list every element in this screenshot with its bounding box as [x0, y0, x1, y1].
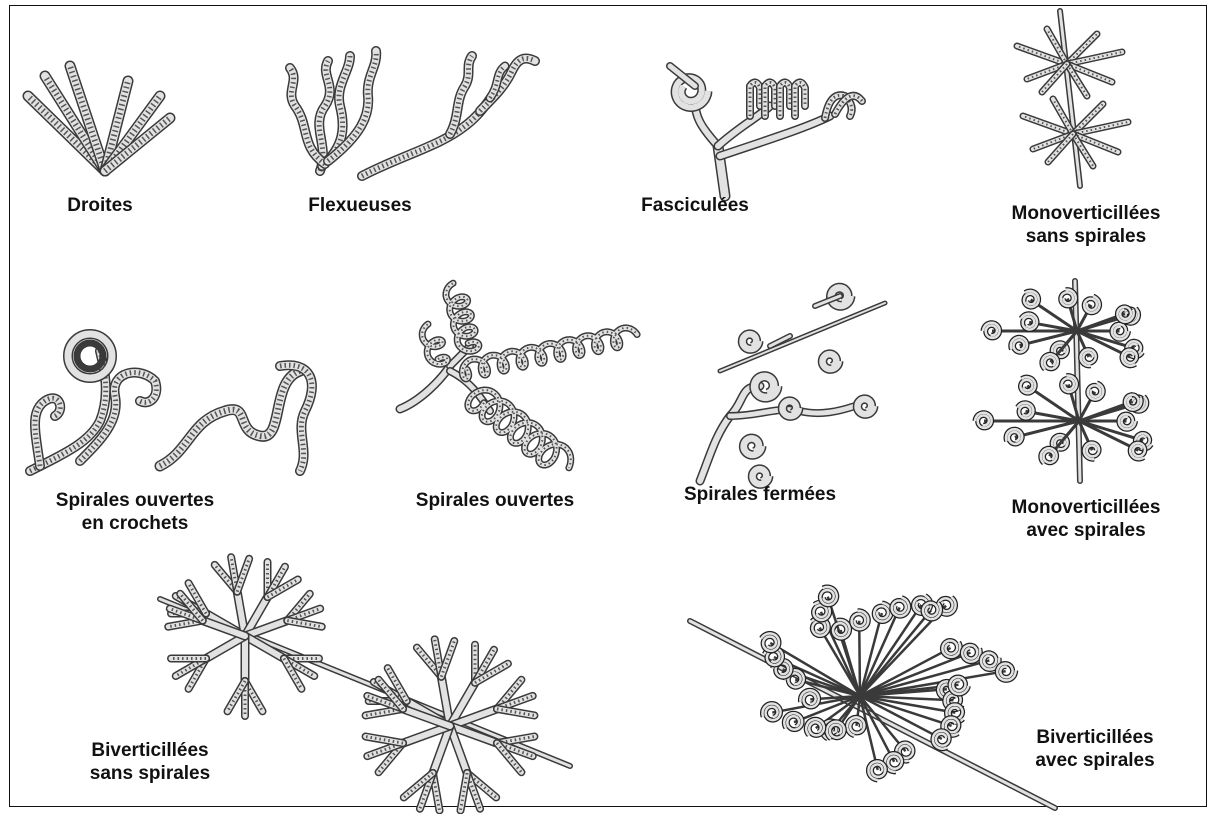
hypha-coil	[1088, 383, 1104, 400]
label-line: Flexueuses	[270, 194, 450, 217]
panel-fasciculees: Fasciculées	[600, 6, 900, 246]
label-spirales-ouvertes: Spirales ouvertes	[360, 489, 630, 512]
panel-spirales-crochets: Spirales ouvertes en crochets	[10, 271, 340, 551]
label-biverticillees-sans: Biverticillées sans spirales	[60, 739, 240, 785]
panel-biverticillees-avec: Biverticillées avec spirales	[670, 586, 1206, 806]
label-droites: Droites	[30, 194, 170, 217]
label-flexueuses: Flexueuses	[270, 194, 450, 217]
label-line: Spirales ouvertes	[10, 489, 260, 512]
hypha-fill	[1060, 11, 1080, 186]
label-line: Spirales fermées	[640, 483, 880, 506]
hypha-outline	[700, 386, 760, 481]
hypha-fill	[362, 86, 500, 176]
label-line: Monoverticillées	[966, 496, 1206, 519]
spore-chain	[441, 641, 454, 677]
hypha-coil	[742, 437, 763, 456]
label-line: Droites	[30, 194, 170, 217]
hypha-coil	[856, 398, 875, 416]
label-spirales-crochets: Spirales ouvertes en crochets	[10, 489, 260, 535]
hypha-coil	[821, 353, 840, 371]
branch	[859, 621, 860, 696]
hypha-coil	[761, 633, 779, 651]
label-line: sans spirales	[966, 225, 1206, 248]
label-line: en crochets	[10, 512, 260, 535]
label-spirales-fermees: Spirales fermées	[640, 483, 880, 506]
hypha-coil	[753, 375, 779, 400]
label-fasciculees: Fasciculées	[610, 194, 780, 217]
label-monoverticillees-avec: Monoverticillées avec spirales	[966, 496, 1206, 542]
illustration-biverticillees-avec	[670, 586, 1206, 806]
panel-droites: Droites	[10, 6, 250, 246]
panel-flexueuses: Flexueuses	[250, 6, 580, 246]
panel-spirales-fermees: Spirales fermées	[640, 266, 910, 526]
panel-monoverticillees-avec: Monoverticillées avec spirales	[960, 271, 1208, 551]
panel-spirales-ouvertes: Spirales ouvertes	[360, 271, 640, 531]
label-line: Monoverticillées	[966, 202, 1206, 225]
hypha-coil	[1017, 403, 1033, 419]
label-line: Fasciculées	[610, 194, 780, 217]
hypha-fill	[206, 636, 245, 659]
label-line: avec spirales	[966, 519, 1206, 542]
panel-biverticillees-sans: Biverticillées sans spirales	[50, 561, 610, 806]
label-line: Biverticillées	[990, 726, 1200, 749]
hypha-coil	[1021, 314, 1037, 330]
panel-monoverticillees-sans: Monoverticillées sans spirales	[960, 6, 1208, 266]
label-line: Biverticillées	[60, 739, 240, 762]
label-monoverticillees-sans: Monoverticillées sans spirales	[966, 202, 1206, 248]
label-biverticillees-avec: Biverticillées avec spirales	[990, 726, 1200, 772]
label-line: avec spirales	[990, 749, 1200, 772]
figure-frame: Droites Flexueuses Fasciculées Monoverti…	[9, 5, 1207, 807]
label-line: Spirales ouvertes	[360, 489, 630, 512]
hypha-coil	[741, 333, 760, 351]
label-line: sans spirales	[60, 762, 240, 785]
